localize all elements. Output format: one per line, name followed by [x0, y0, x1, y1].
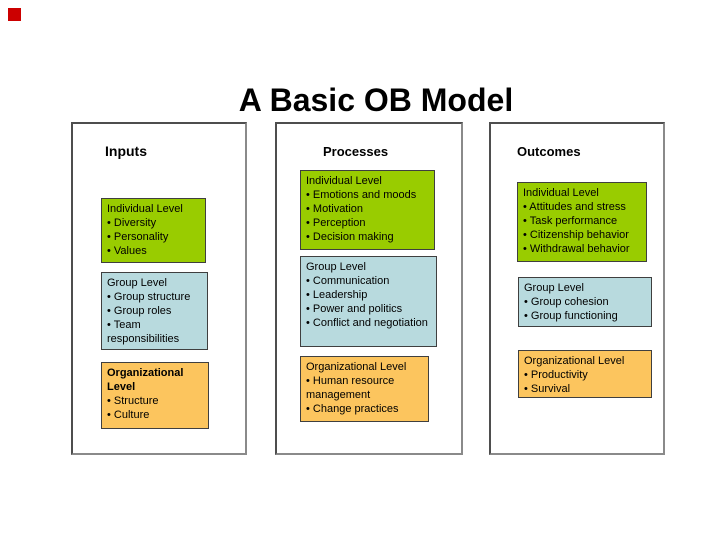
outcomes-heading: Outcomes — [517, 144, 581, 159]
bullet-item: • Leadership — [306, 289, 368, 301]
bullet-item: • Survival — [524, 383, 571, 395]
bullet-item: • Structure — [107, 395, 159, 407]
processes-heading: Processes — [323, 144, 389, 159]
slide-title: A Basic OB Model — [238, 82, 514, 119]
outcomes-organizational-level-box: Organizational Level • Productivity • Su… — [518, 350, 652, 398]
bullet-item: • Task performance — [523, 215, 618, 227]
inputs-group-level-box: Group Level • Group structure • Group ro… — [101, 272, 208, 350]
bullet-item: • Communication — [306, 275, 390, 287]
box-header: Organizational Level — [107, 367, 184, 393]
bullet-item: • Values — [107, 245, 147, 257]
bullet-item: • Perception — [306, 217, 366, 229]
box-header: Group Level — [107, 277, 167, 289]
bullet-item: • Attitudes and stress — [523, 201, 626, 213]
processes-column: Processes Individual Level • Emotions an… — [275, 122, 463, 455]
box-header: Individual Level — [523, 187, 599, 199]
inputs-individual-level-box: Individual Level • Diversity • Personali… — [101, 198, 206, 263]
inputs-column: Inputs Individual Level • Diversity • Pe… — [71, 122, 247, 455]
bullet-item: • Conflict and negotiation — [306, 317, 428, 329]
bullet-item: • Group cohesion — [524, 296, 609, 308]
box-header: Group Level — [524, 282, 584, 294]
bullet-item: • Group functioning — [524, 310, 618, 322]
outcomes-group-level-box: Group Level • Group cohesion • Group fun… — [518, 277, 652, 327]
outcomes-column: Outcomes Individual Level • Attitudes an… — [489, 122, 665, 455]
box-header: Group Level — [306, 261, 366, 273]
inputs-organizational-level-box: Organizational Level • Structure • Cultu… — [101, 362, 209, 429]
bullet-item: • Group roles — [107, 305, 172, 317]
processes-organizational-level-box: Organizational Level • Human resource ma… — [300, 356, 429, 422]
processes-individual-level-box: Individual Level • Emotions and moods • … — [300, 170, 435, 250]
box-header: Individual Level — [107, 203, 183, 215]
bullet-item: • Personality — [107, 231, 169, 243]
bullet-item: • Human resource management — [306, 375, 395, 401]
bullet-item: • Change practices — [306, 403, 399, 415]
box-header: Individual Level — [306, 175, 382, 187]
bullet-item: • Diversity — [107, 217, 157, 229]
inputs-heading: Inputs — [105, 143, 147, 159]
bullet-item: • Culture — [107, 409, 150, 421]
bullet-item: • Emotions and moods — [306, 189, 417, 201]
box-header: Organizational Level — [306, 361, 407, 373]
bullet-item: • Power and politics — [306, 303, 403, 315]
bullet-item: • Decision making — [306, 231, 394, 243]
red-corner-marker — [8, 8, 21, 21]
box-header: Organizational Level — [524, 355, 625, 367]
bullet-item: • Productivity — [524, 369, 588, 381]
bullet-item: • Withdrawal behavior — [523, 243, 630, 255]
bullet-item: • Team responsibilities — [107, 319, 180, 345]
processes-group-level-box: Group Level • Communication • Leadership… — [300, 256, 437, 347]
bullet-item: • Citizenship behavior — [523, 229, 629, 241]
bullet-item: • Group structure — [107, 291, 191, 303]
outcomes-individual-level-box: Individual Level • Attitudes and stress … — [517, 182, 647, 262]
bullet-item: • Motivation — [306, 203, 364, 215]
